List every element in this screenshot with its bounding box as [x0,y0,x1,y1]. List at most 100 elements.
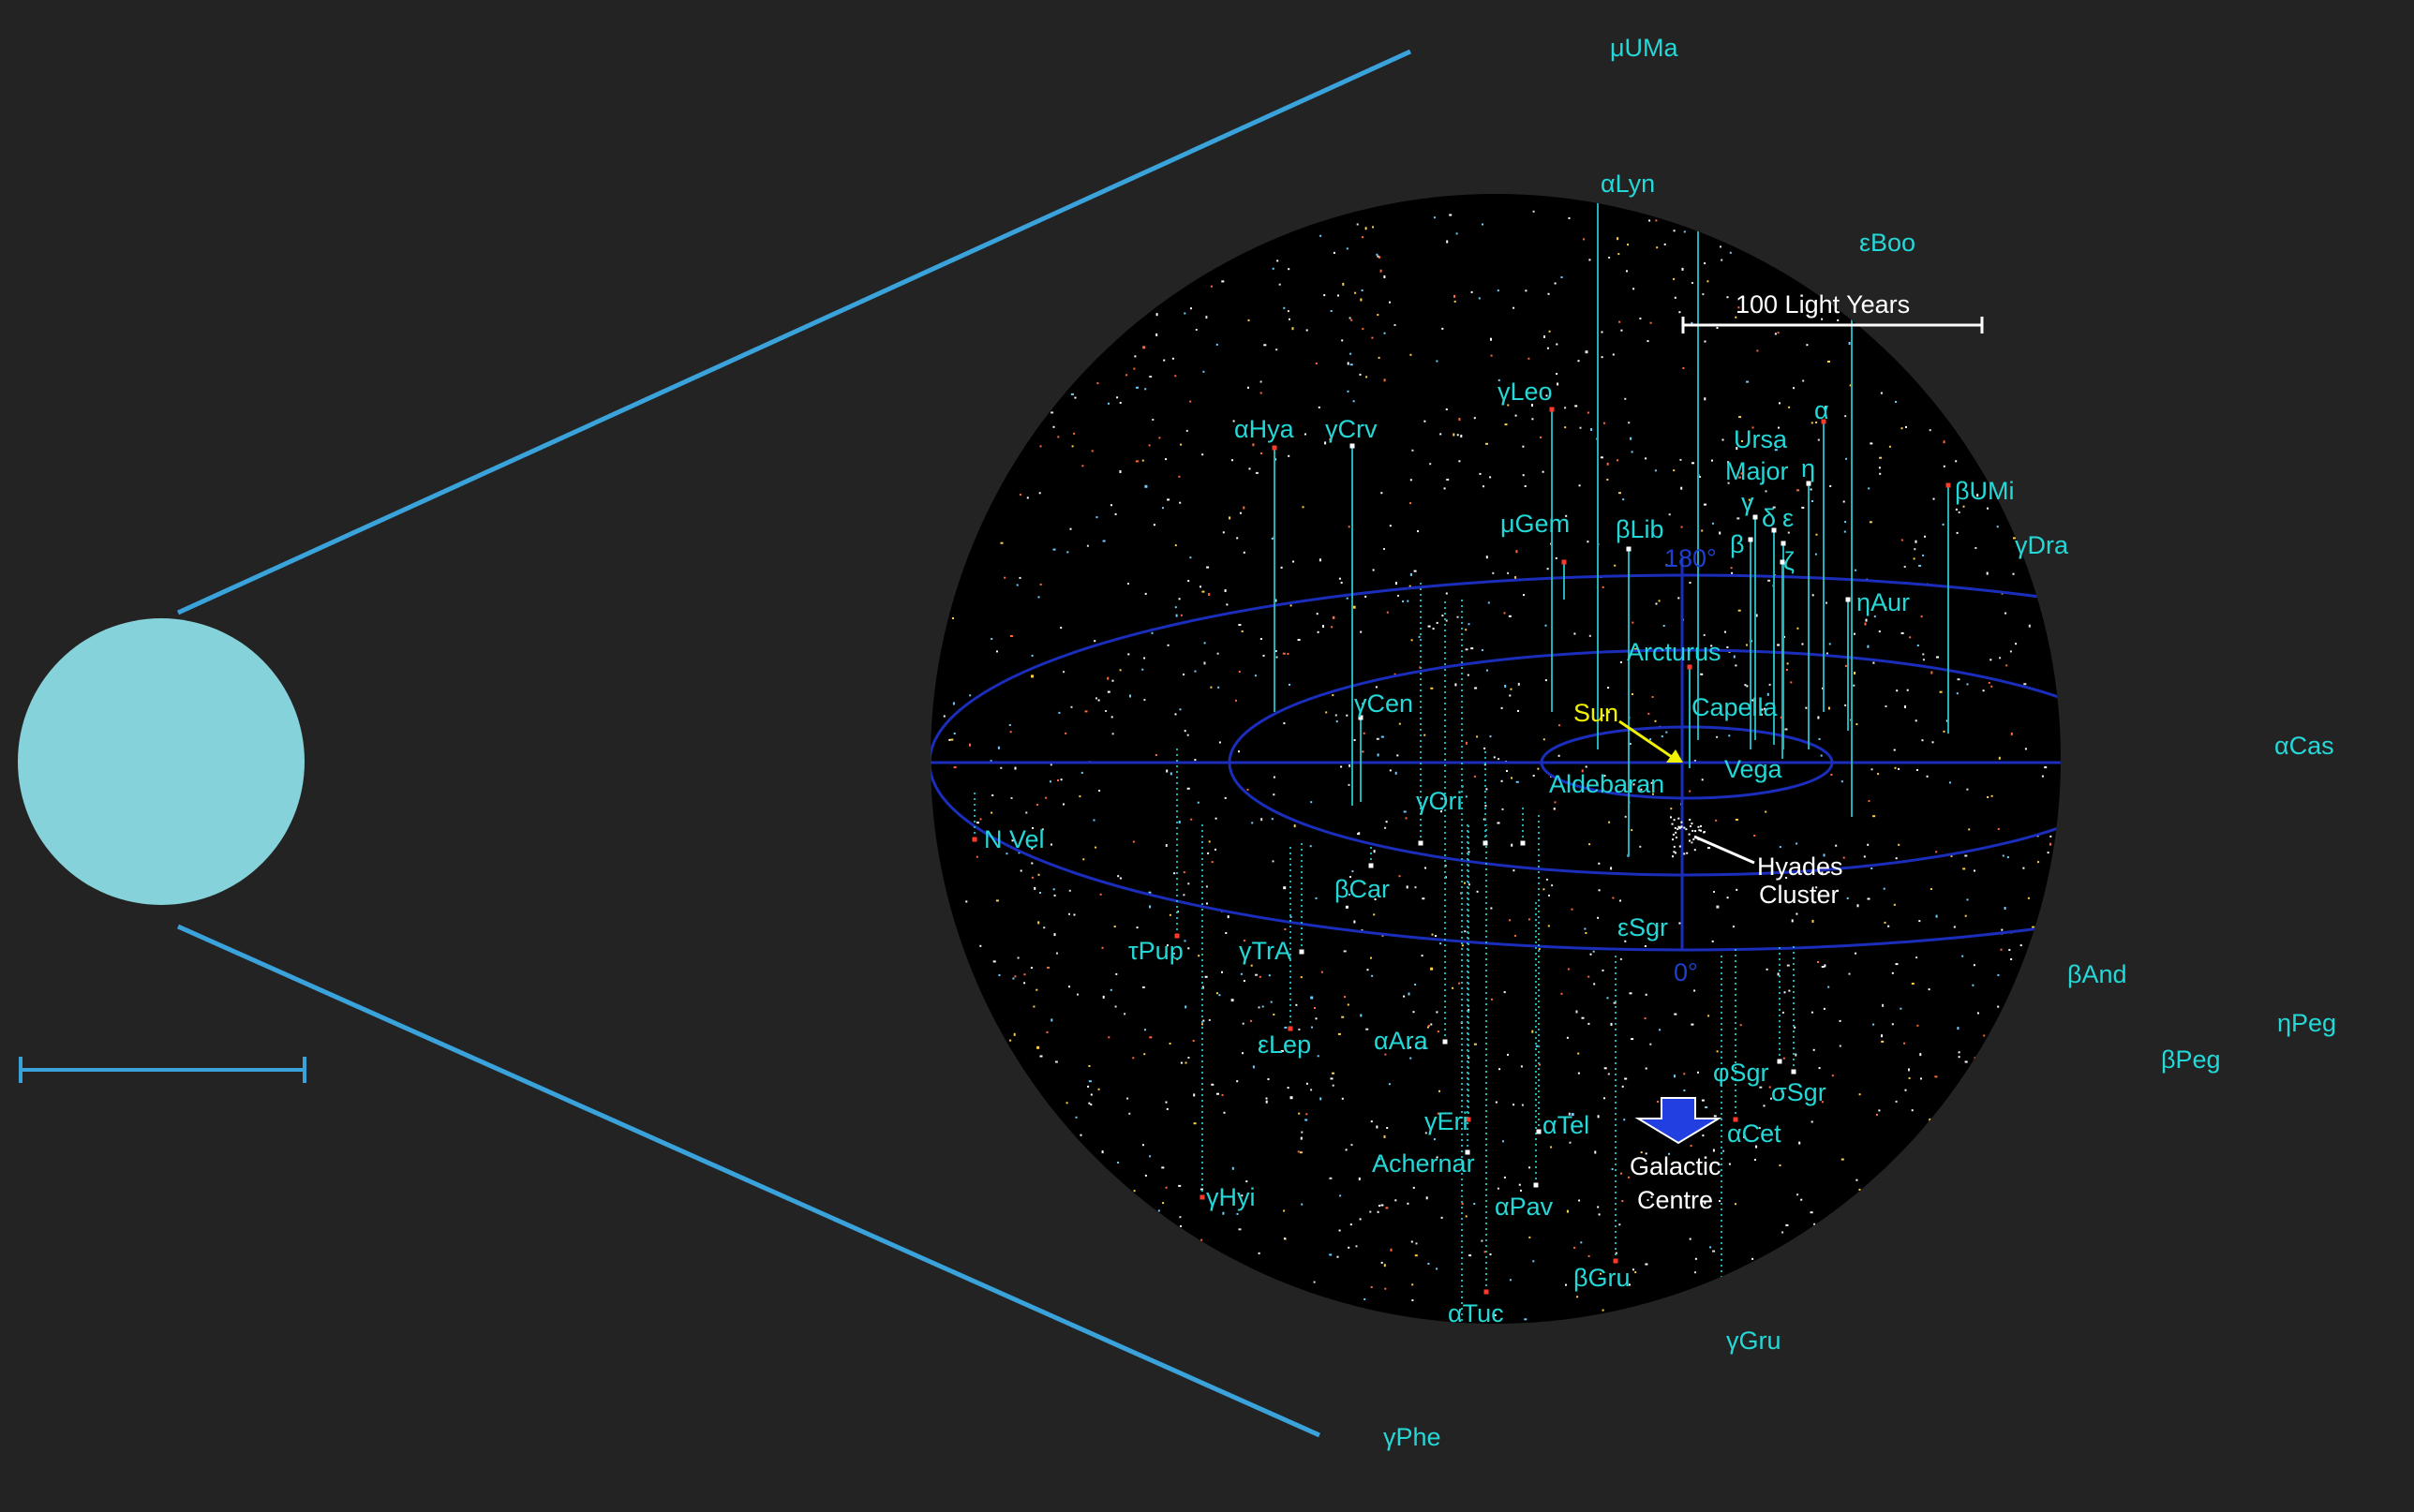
background-star [1184,940,1186,942]
background-star [1785,877,1788,879]
background-star [1840,1158,1844,1161]
background-star [1817,961,1819,963]
background-star [1711,940,1714,942]
background-star [1950,854,1953,857]
background-star [1409,479,1412,482]
background-star [1815,886,1818,889]
background-star [1323,294,1326,297]
background-star [1110,716,1113,719]
background-star [1372,226,1374,229]
background-star [1364,227,1367,230]
background-star [1305,1082,1308,1085]
background-star [1381,934,1384,937]
background-star [1243,940,1245,942]
background-star [1289,683,1290,686]
background-star [1414,886,1417,889]
background-star [1205,316,1208,319]
background-star [1558,724,1560,727]
background-star [1628,1176,1630,1178]
background-star [1900,1007,1902,1010]
ursa-major-zeta: ζ [1783,547,1795,575]
hyades-star [1685,828,1688,831]
star-label: ηAur [1856,588,1910,616]
background-star [1555,556,1557,559]
background-star [1905,425,1907,428]
background-star [1644,1017,1647,1020]
background-star [1289,318,1290,320]
background-star [1194,759,1197,762]
hyades-star [1700,824,1702,827]
background-star [1853,684,1855,687]
background-star [1178,821,1181,823]
background-star [1058,711,1061,714]
background-star [1961,955,1964,957]
background-star [1057,436,1060,438]
background-star [1602,586,1604,588]
background-star [1630,437,1632,440]
background-star [1395,582,1397,586]
background-star [1280,566,1283,569]
background-star [1245,1180,1248,1183]
background-star [1349,876,1351,878]
background-star [1473,417,1476,420]
background-star [1543,335,1545,338]
background-star [1423,734,1426,736]
background-star [1301,1131,1304,1134]
background-star [1143,657,1146,660]
background-star [1184,730,1186,733]
background-star [976,822,979,824]
background-star [1174,713,1177,716]
background-star [1206,566,1210,569]
background-star [1782,1057,1785,1060]
background-star [1041,828,1044,831]
background-star [1422,897,1425,900]
background-star [1315,1017,1318,1020]
background-star [1618,1223,1621,1226]
background-star [1532,1260,1535,1263]
background-star [1200,1188,1203,1191]
background-star [1817,438,1820,441]
background-star [1111,733,1114,735]
background-star [1585,932,1587,934]
background-star [1427,1263,1430,1265]
background-star [1229,516,1231,520]
background-star [1821,871,1824,874]
background-star [1800,1198,1803,1201]
background-star [1828,643,1831,645]
background-star [1178,1184,1182,1187]
background-star [1311,1026,1313,1029]
background-star [1201,590,1205,593]
background-star [1531,1030,1534,1033]
background-star [1495,1101,1498,1104]
background-star [1713,891,1715,893]
background-star [1914,548,1916,551]
background-star [1183,674,1185,675]
background-star [1557,754,1560,757]
background-star [1958,1056,1960,1059]
background-star [1203,661,1206,665]
star-point [2106,956,2110,960]
background-star [1607,687,1610,689]
star-point [1520,840,1526,846]
background-star [965,900,968,903]
background-star [1741,440,1743,442]
hyades-star [1690,825,1691,827]
arrow-down-icon [1634,1097,1722,1145]
background-star [1143,1053,1146,1056]
star-point [1777,1059,1782,1064]
background-star [1113,926,1116,927]
star-point [1780,559,1785,565]
background-star [1855,569,1857,571]
background-star [1010,796,1013,799]
background-star [1134,355,1137,358]
background-star [1366,969,1369,971]
background-star [1827,986,1830,988]
background-star [1201,1023,1203,1026]
background-star [1051,1018,1053,1022]
background-star [1527,357,1530,360]
star-labels: μUMa αLyn εBoo γLeo αHya γCrv μGem βLib … [984,34,2336,1451]
background-star [1128,1112,1131,1115]
background-star [1238,750,1240,753]
background-star [1635,925,1638,927]
background-star [1179,708,1182,711]
